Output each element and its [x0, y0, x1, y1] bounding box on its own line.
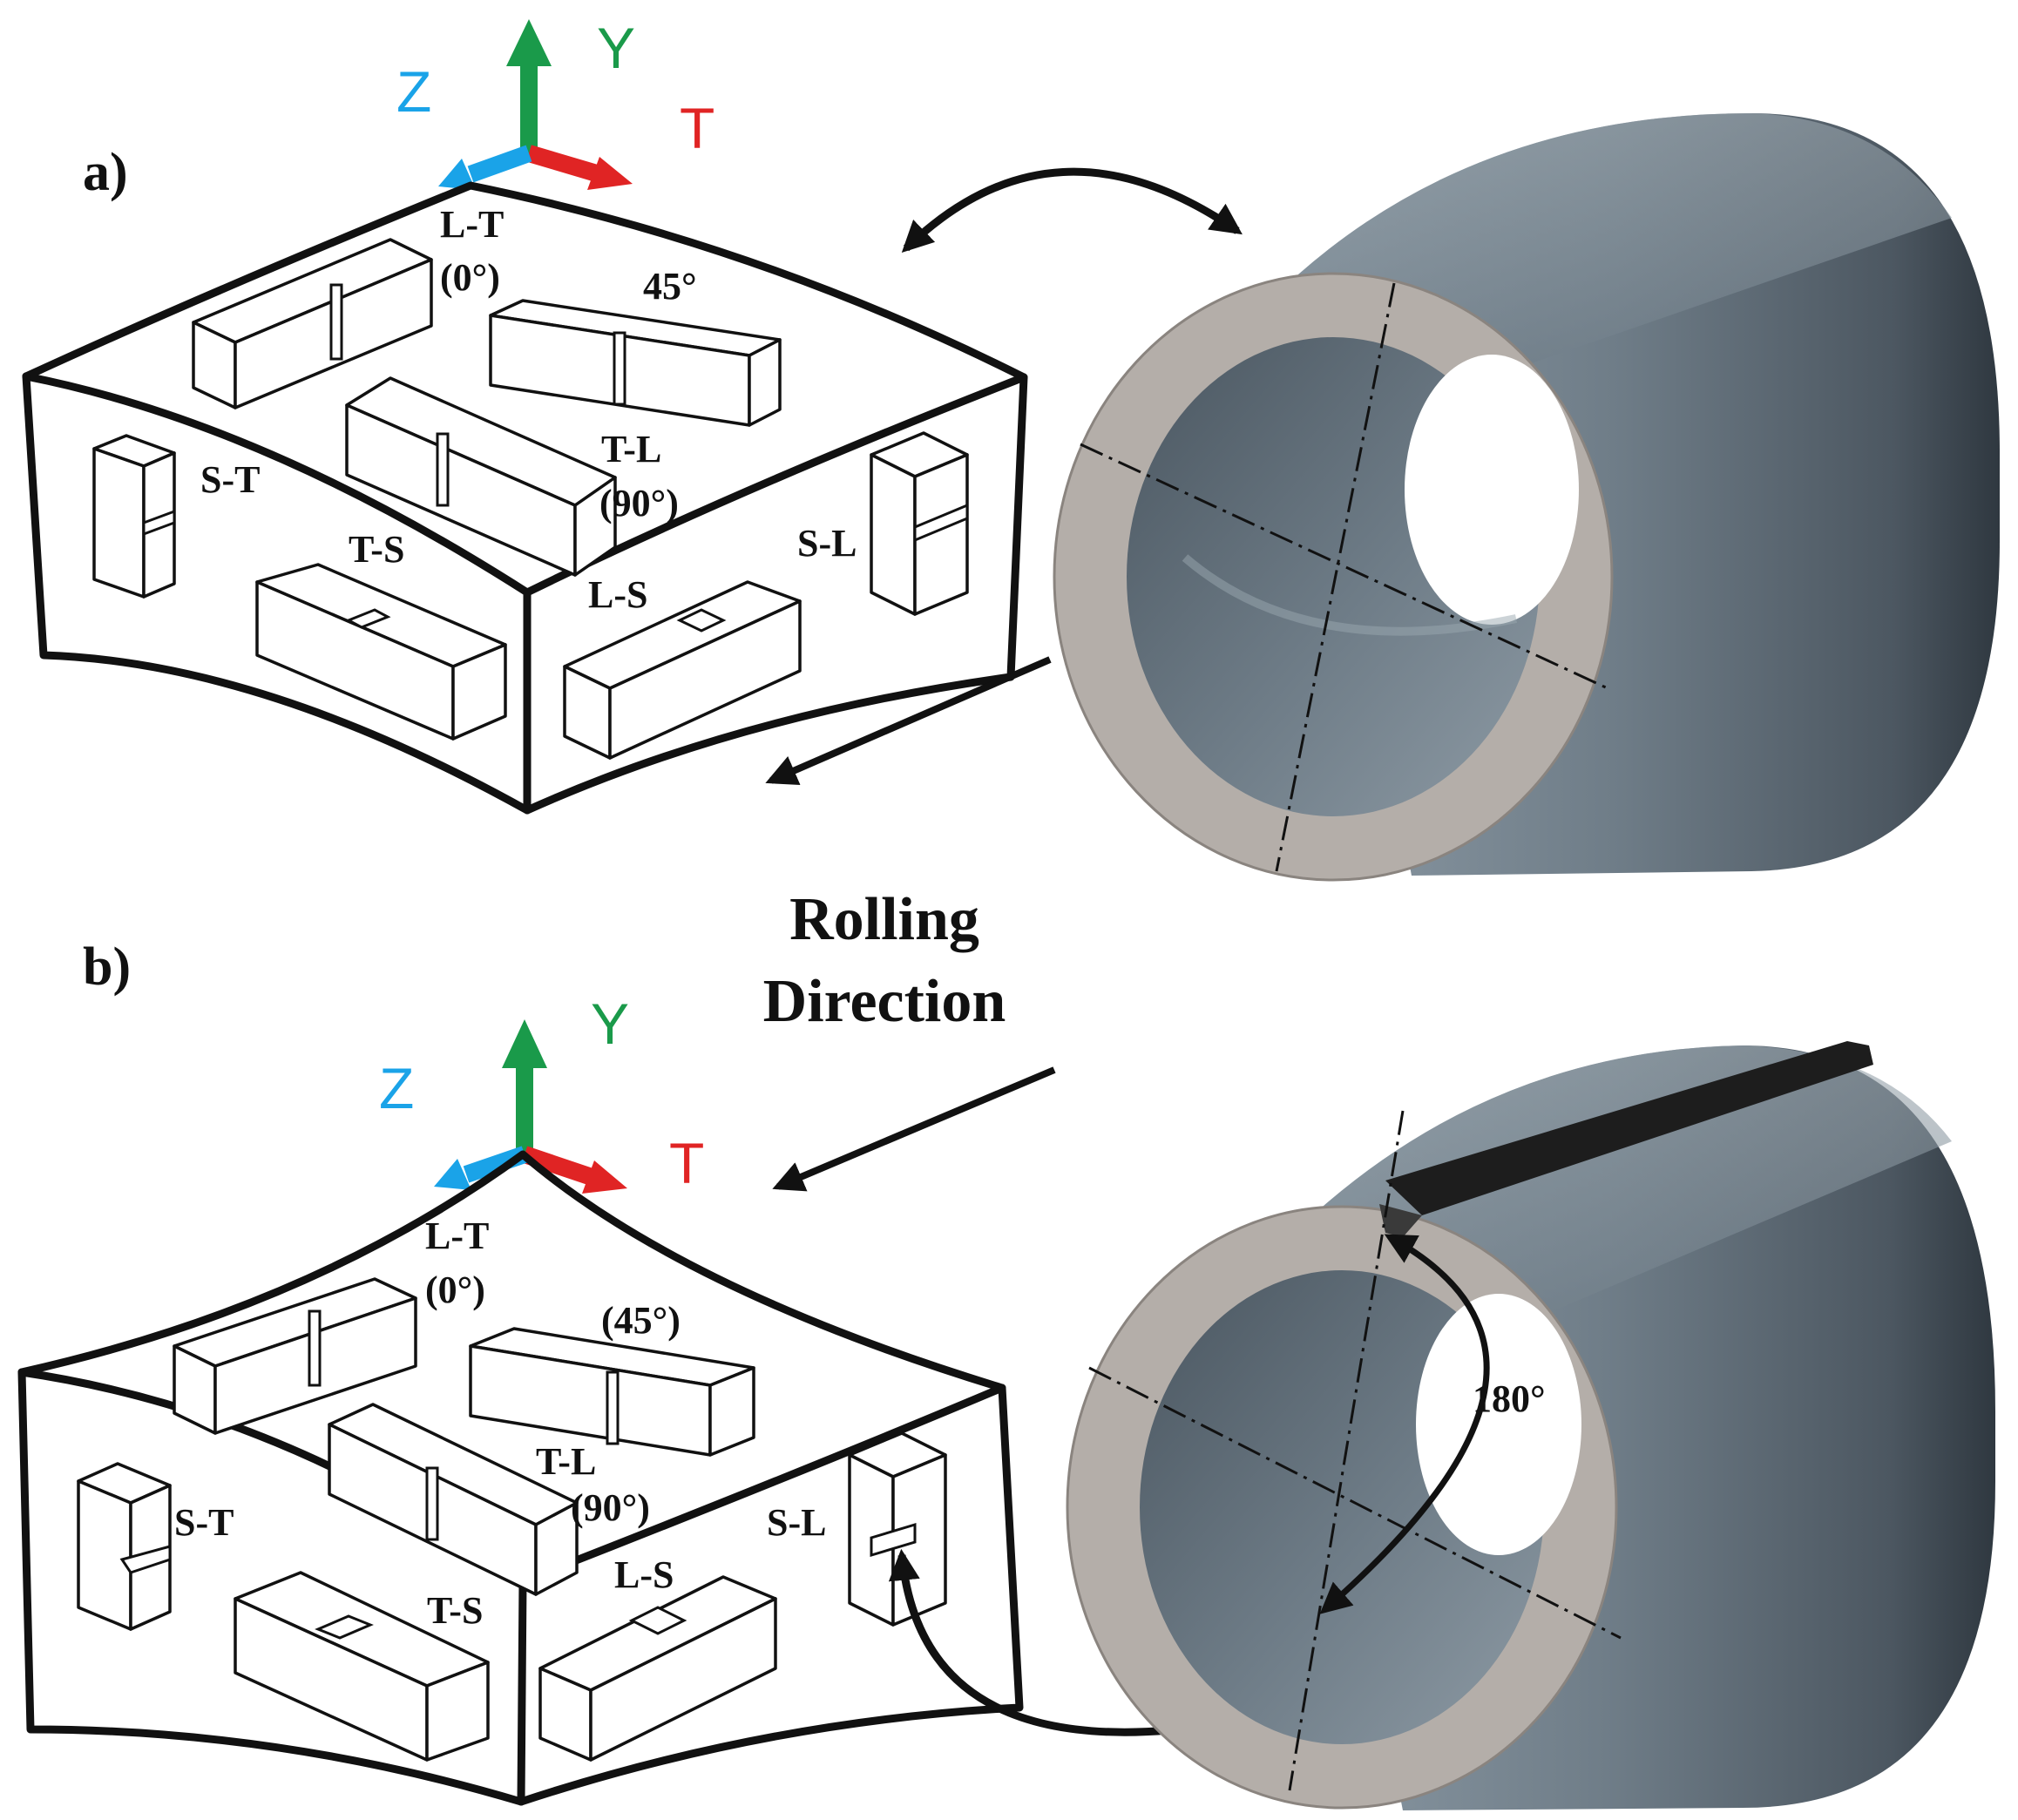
label-ls: L-S [614, 1553, 674, 1596]
label-45: (45°) [601, 1299, 681, 1342]
label-lt-angle: (0°) [425, 1269, 485, 1311]
specimen-ls [563, 580, 802, 760]
label-st: S-T [174, 1501, 234, 1544]
axis-triad: Y Z T [379, 991, 704, 1195]
z-axis-label: Z [396, 59, 431, 124]
pipe-b: 180° [1066, 1041, 1995, 1810]
label-45: 45° [643, 265, 697, 308]
specimen-ts [255, 563, 507, 741]
z-axis-arrow [438, 159, 476, 190]
y-axis-arrow [506, 19, 552, 66]
specimen-45 [489, 299, 782, 427]
specimen-45 [469, 1327, 755, 1457]
rolling-direction-arrow-a [765, 656, 1052, 786]
label-st: S-T [200, 458, 260, 501]
label-sl: S-L [767, 1501, 826, 1544]
axis-triad: Y Z T [396, 16, 714, 190]
label-tl-angle: (90°) [599, 482, 679, 524]
t-axis-arrow [587, 157, 633, 190]
specimen-st [92, 434, 176, 599]
specimen-lt [192, 238, 433, 409]
pipe-bore-opening [1405, 355, 1579, 625]
specimen-sl [870, 431, 969, 616]
z-axis-label: Z [379, 1056, 414, 1120]
curved-block [22, 181, 1028, 815]
rolling-direction-arrow-b [772, 1066, 1056, 1192]
label-lt: L-T [440, 203, 504, 246]
label-sl: S-L [797, 522, 857, 565]
label-ls: L-S [588, 573, 647, 616]
t-axis-label: T [680, 96, 714, 160]
t-axis-label: T [669, 1131, 704, 1195]
panel-a: a) Y Z T [22, 16, 2000, 882]
specimen-sl [848, 1431, 947, 1627]
specimen-ts [234, 1571, 490, 1762]
label-lt: L-T [425, 1214, 489, 1257]
panel-label: a) [83, 143, 128, 202]
label-lt-angle: (0°) [440, 256, 500, 299]
panel-b: b) Y Z T [17, 937, 1995, 1810]
angle-arc-180 [1319, 1234, 1490, 1614]
specimen-ls [538, 1575, 777, 1762]
pipe-bore-opening [1416, 1294, 1581, 1555]
y-axis-label: Y [597, 16, 635, 80]
pipe-seam-weld [1385, 1041, 1873, 1215]
panel-label: b) [83, 937, 131, 997]
double-arrow-a [901, 167, 1243, 254]
specimen-tl [345, 376, 617, 577]
t-axis-arrow [582, 1160, 627, 1194]
rolling-label-line2: Direction [763, 968, 1006, 1035]
label-tl: T-L [601, 428, 661, 470]
label-ts: T-S [427, 1589, 483, 1632]
z-axis-arrow [434, 1159, 471, 1190]
specimen-tl [328, 1403, 579, 1596]
rolling-direction-label: Rolling Direction [763, 886, 1006, 1035]
label-ts: T-S [349, 528, 404, 571]
pipe-angle-label: 180° [1473, 1377, 1546, 1420]
rolling-label-line1: Rolling [789, 886, 979, 953]
pipe-seam-notch [1379, 1204, 1422, 1237]
y-axis-label: Y [591, 991, 629, 1056]
specimen-st [77, 1462, 172, 1631]
y-axis-arrow [502, 1019, 547, 1068]
label-tl-angle: (90°) [571, 1486, 650, 1529]
specimen-lt [173, 1277, 417, 1435]
pipe-a [1053, 113, 2000, 882]
label-tl: T-L [536, 1440, 596, 1483]
